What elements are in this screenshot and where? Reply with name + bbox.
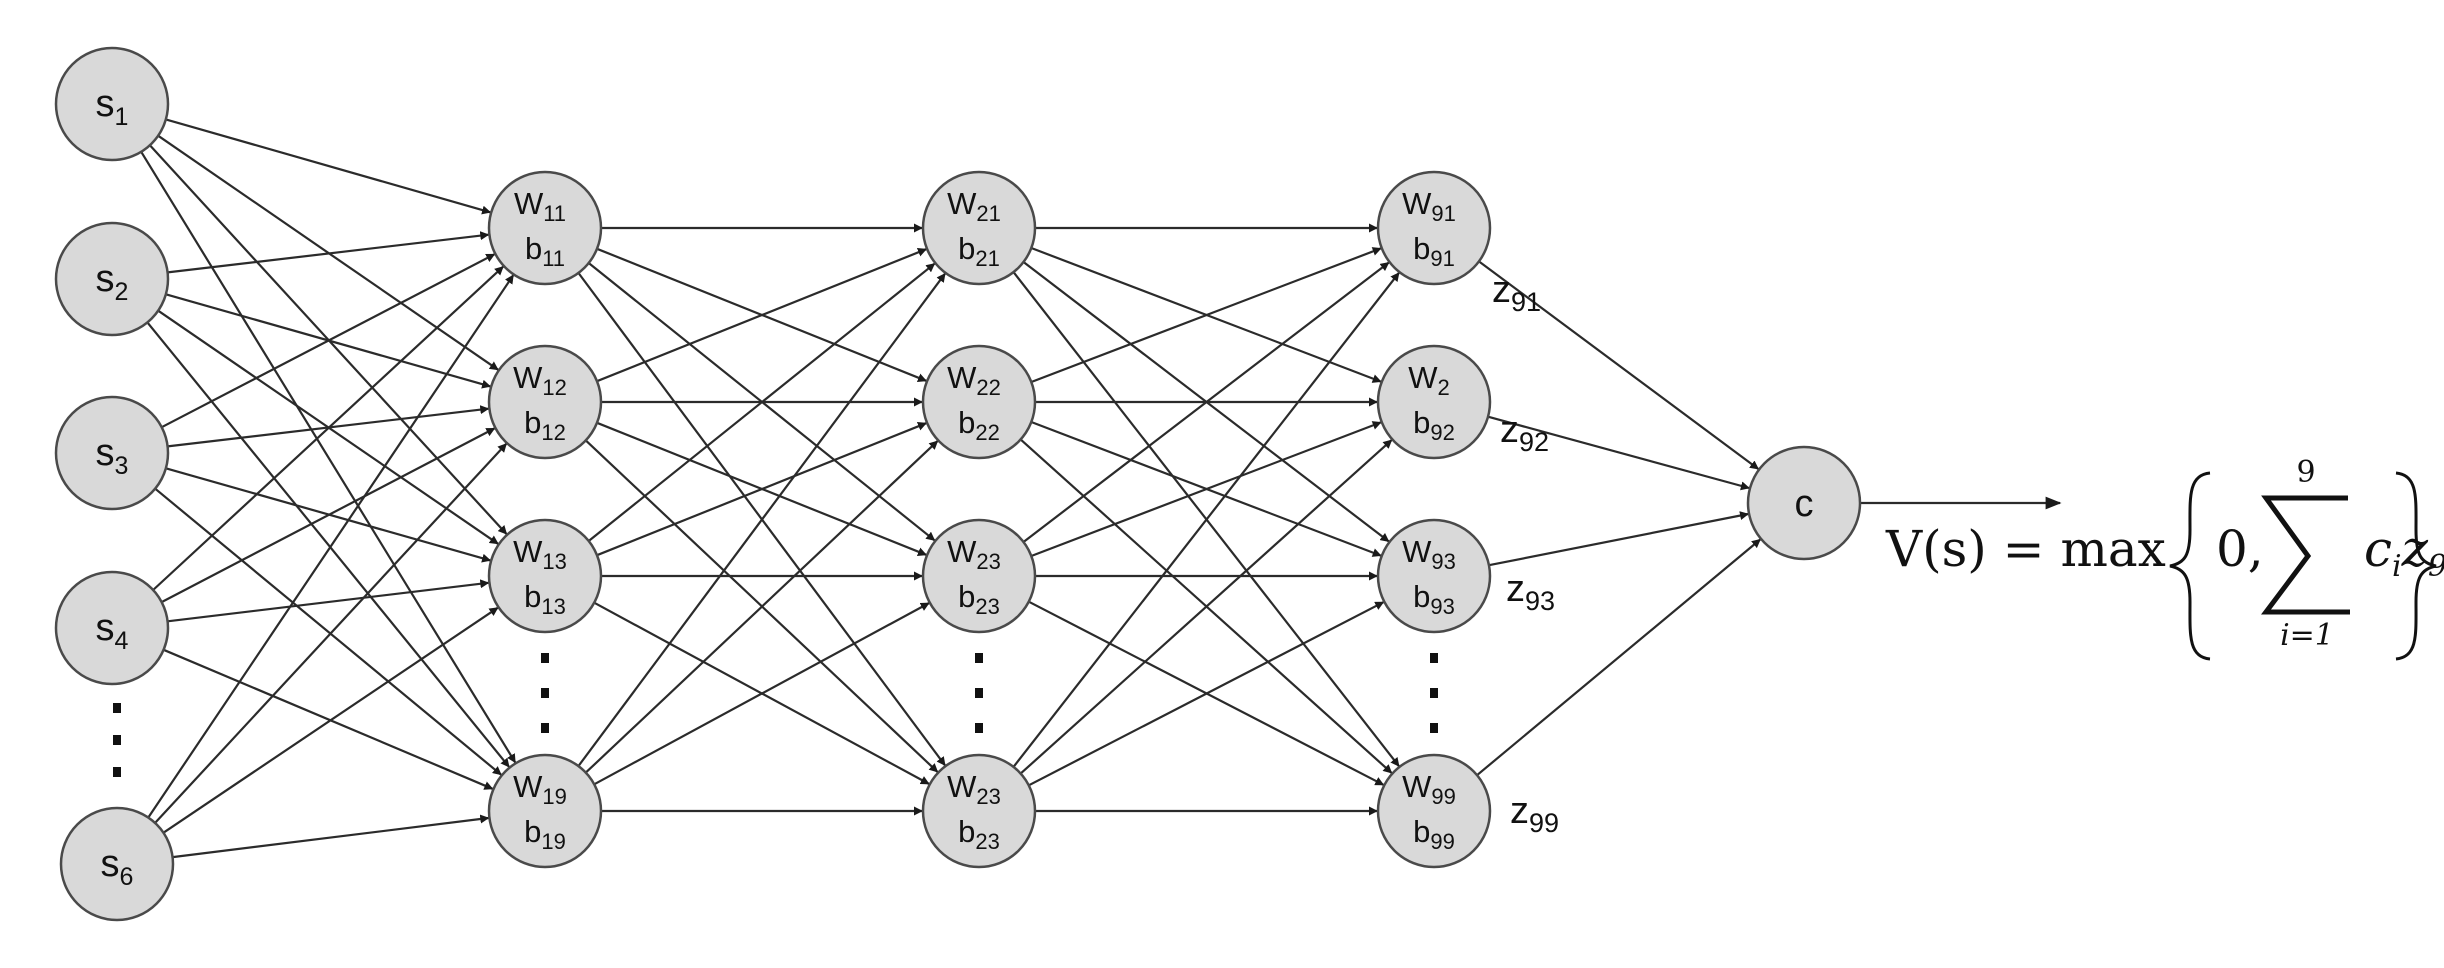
svg-text:b23: b23 [958,814,1000,854]
edge-input-4-to-h1-0 [147,274,515,819]
edge-input-0-to-h1-0 [165,118,492,215]
hidden-node-w12: W12 b12 [487,344,603,460]
hidden-node-w22: W22 b22 [921,344,1037,460]
right-brace [2395,471,2437,661]
svg-text:W2: W2 [1408,360,1450,400]
svg-text:b23: b23 [958,579,1000,619]
edge-h1-3-to-h2-2 [593,602,930,786]
z-label-92: z92 [1500,409,1549,457]
edge-h2-2-to-h9-1 [1030,421,1382,558]
edge-h2-3-to-h9-0 [1012,272,1400,768]
input-node-s4: s4 [54,570,170,686]
hidden-node-w93: W93 b93 [1376,518,1492,634]
svg-text:b21: b21 [958,231,1000,271]
svg-text:W91: W91 [1402,186,1456,226]
edge-h9-3-to-output [1476,538,1761,777]
svg-text:b93: b93 [1413,579,1455,619]
edge-h1-2-to-h2-1 [596,422,927,557]
ellipsis-layer-9 [1430,653,1438,733]
edge-input-2-to-h1-3 [154,487,502,776]
edge-input-3-to-h1-3 [163,648,494,790]
svg-text:b11: b11 [525,231,565,271]
hidden-node-w21: W21 b21 [921,170,1037,286]
svg-text:W13: W13 [513,534,567,574]
edge-h9-1-to-output [1487,415,1750,491]
edge-input-3-to-h1-0 [152,265,504,591]
formula-term: ciz9i [2364,520,2444,584]
svg-text:s2: s2 [96,258,129,306]
edge-h2-2-to-h9-0 [1022,261,1390,543]
edge-input-2-to-h1-0 [161,253,496,429]
svg-text:s4: s4 [96,607,129,655]
edge-h1-2-to-h2-0 [588,262,936,542]
hidden-node-w13: W13 b13 [487,518,603,634]
edge-input-0-to-h1-3 [140,151,517,764]
svg-text:s1: s1 [96,83,129,131]
edge-h2-3-to-h9-2 [1028,601,1385,787]
input-node-s3: s3 [54,395,170,511]
hidden-node-w11: W11 b11 [487,170,603,286]
edge-h9-0-to-output [1478,260,1760,470]
sum-upper: 9 [2296,455,2315,490]
edge-input-3-to-h1-2 [167,579,490,623]
edge-h2-1-to-h9-0 [1030,247,1382,384]
sigma-symbol [2261,495,2350,615]
svg-text:b19: b19 [524,814,566,854]
svg-text:c: c [1795,483,1814,525]
edge-h2-3-to-h9-1 [1019,439,1393,775]
ellipsis-input [113,703,121,777]
edge-h1-1-to-h2-0 [596,248,927,383]
output-node-c: c [1746,445,1862,561]
edge-input-1-to-h1-3 [146,321,510,768]
sum-lower: i=1 [2280,618,2334,653]
svg-text:s6: s6 [101,843,134,891]
connections [140,118,1761,859]
svg-text:b13: b13 [524,579,566,619]
edge-h9-2-to-output [1488,511,1749,567]
svg-text:W11: W11 [514,186,566,226]
hidden-node-w2: W2 b92 [1376,344,1492,460]
svg-text:b92: b92 [1413,405,1455,445]
edge-input-1-to-h1-0 [167,231,490,274]
svg-text:W12: W12 [513,360,567,400]
edge-input-4-to-h1-2 [162,606,499,834]
hidden-node-w23: W23 b23 [921,518,1037,634]
svg-text:W23: W23 [947,534,1001,574]
ellipsis-layer-2 [975,653,983,733]
edge-input-4-to-h1-3 [172,814,490,859]
svg-text:W21: W21 [947,186,1001,226]
edge-h1-3-to-h2-0 [577,272,946,767]
svg-text:s3: s3 [96,432,129,480]
input-node-s6: s6 [59,806,175,922]
value-formula: V(s) = max 0, 9 i=1 ciz9i [1885,455,2444,661]
svg-text:W99: W99 [1402,769,1456,809]
svg-text:b91: b91 [1413,231,1455,271]
svg-text:W93: W93 [1402,534,1456,574]
ellipsis-layer-1 [541,653,549,733]
hidden-node-w91: W91 b91 [1376,170,1492,286]
svg-text:W19: W19 [513,769,567,809]
formula-zero: 0, [2216,520,2264,578]
svg-text:b12: b12 [524,405,566,445]
hidden-node-w23-last: W23 b23 [921,753,1037,869]
z-label-93: z93 [1506,568,1555,616]
hidden-node-w99: W99 b99 [1376,753,1492,869]
formula-lhs: V(s) = max [1885,520,2166,578]
z-label-99: z99 [1510,790,1559,838]
input-node-s2: s2 [54,221,170,337]
edge-input-4-to-h1-1 [154,443,508,824]
left-brace [2169,471,2211,661]
svg-text:b99: b99 [1413,814,1455,854]
hidden-node-w19: W19 b19 [487,753,603,869]
svg-text:b22: b22 [958,405,1000,445]
edge-input-3-to-h1-1 [161,427,496,604]
z-label-91: z91 [1492,269,1541,317]
input-node-s1: s1 [54,46,170,162]
svg-text:W23: W23 [947,769,1001,809]
edge-h1-3-to-h2-1 [585,440,939,774]
svg-text:W22: W22 [947,360,1001,400]
